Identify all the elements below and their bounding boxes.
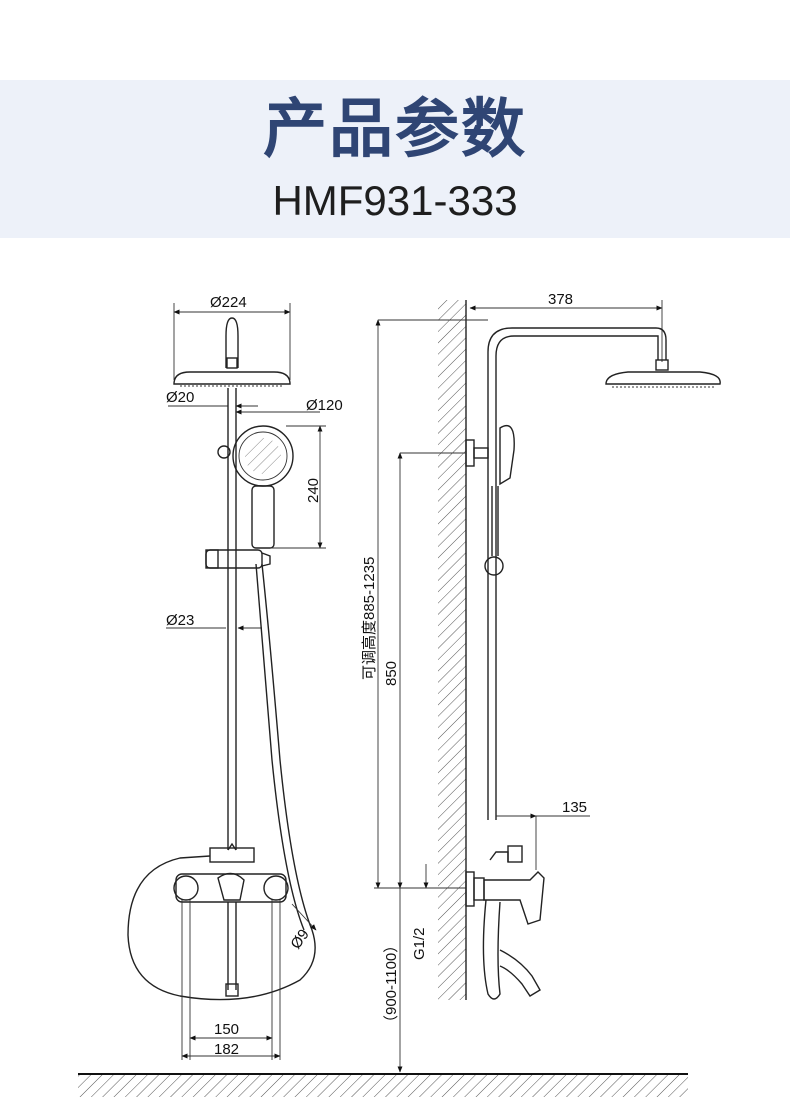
page-title: 产品参数 — [263, 93, 527, 167]
dim-outer-width: 182 — [214, 1041, 239, 1058]
dim-inner-width: 150 — [214, 1021, 239, 1038]
dim-adjustable-height: 可调高度885-1235 — [361, 557, 378, 680]
dim-head-diameter: Ø224 — [210, 294, 247, 311]
dim-rail-diameter: Ø23 — [166, 612, 194, 629]
dim-base-height: 850 — [383, 661, 400, 686]
dim-spout: 135 — [562, 799, 587, 816]
side-view: 378 可调高度885-1235 850 135 — [361, 291, 721, 1073]
dim-inlet-height: （900-1100） — [383, 938, 400, 1030]
dim-arm-diameter: Ø20 — [166, 389, 194, 406]
dim-thread: G1/2 — [411, 927, 428, 960]
header-band — [0, 80, 790, 238]
front-view: Ø224 Ø20 Ø120 240 Ø23 — [127, 294, 343, 1060]
dim-hand-length: 240 — [305, 478, 322, 503]
wall — [438, 300, 466, 1000]
dim-hose-diameter: Ø9 — [287, 926, 312, 952]
dim-reach: 378 — [548, 291, 573, 308]
model-number: HMF931-333 — [272, 177, 518, 224]
dim-hand-diameter: Ø120 — [306, 397, 343, 414]
floor — [78, 1073, 688, 1097]
